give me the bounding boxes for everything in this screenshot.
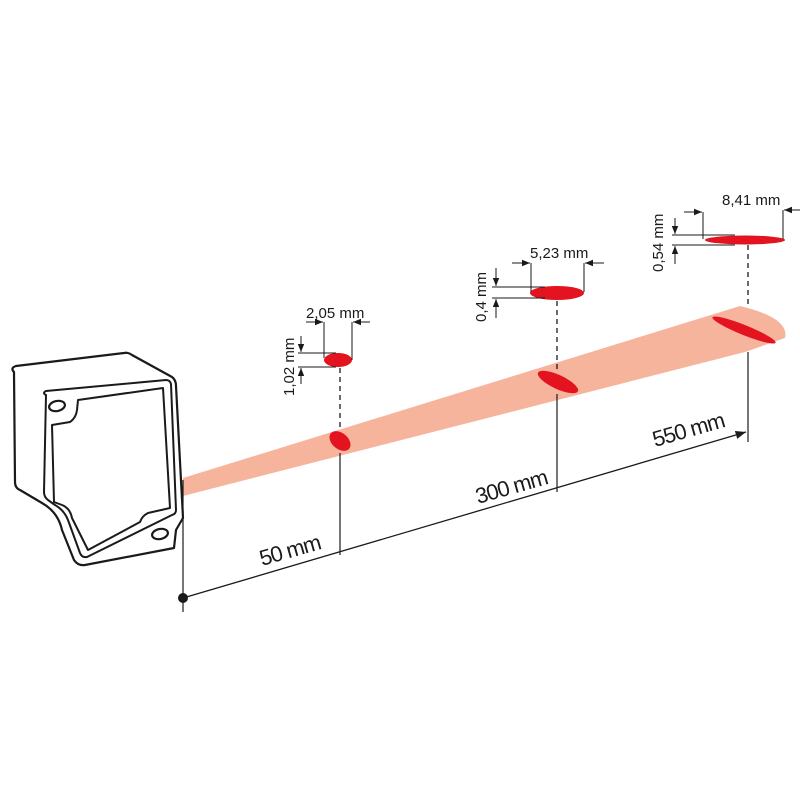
projection-lines [339, 245, 749, 430]
spot-height-label-550mm: 0,54 mm [650, 214, 667, 272]
distance-baseline [182, 430, 747, 599]
spot-width-label-300mm: 5,23 mm [530, 245, 588, 262]
spot-height-label-50mm: 1,02 mm [281, 338, 298, 396]
beam-spot-550mm [712, 316, 776, 344]
spot-crosssection-550mm: 8,41 mm 0,54 mm [650, 192, 800, 272]
distance-label-550: 550 mm [649, 408, 727, 452]
beam-spot-50mm [329, 431, 351, 451]
origin-dot [178, 593, 188, 603]
laser-beam [183, 306, 786, 496]
distance-extension-lines [182, 352, 749, 612]
spot-width-label-50mm: 2,05 mm [306, 305, 364, 322]
distance-label-50: 50 mm [256, 530, 323, 571]
distance-label-300: 300 mm [472, 465, 550, 509]
spot-width-label-550mm: 8,41 mm [722, 192, 780, 209]
mounting-hole-bottom [151, 527, 169, 541]
mounting-hole-top [48, 399, 66, 413]
sensor-housing [11, 351, 185, 567]
spot-crosssection-300mm: 5,23 mm 0,4 mm [473, 245, 604, 322]
spot-crosssection-50mm: 2,05 mm 1,02 mm [281, 305, 370, 396]
beam-spot-300mm [537, 370, 579, 394]
spot-height-label-300mm: 0,4 mm [473, 272, 490, 322]
